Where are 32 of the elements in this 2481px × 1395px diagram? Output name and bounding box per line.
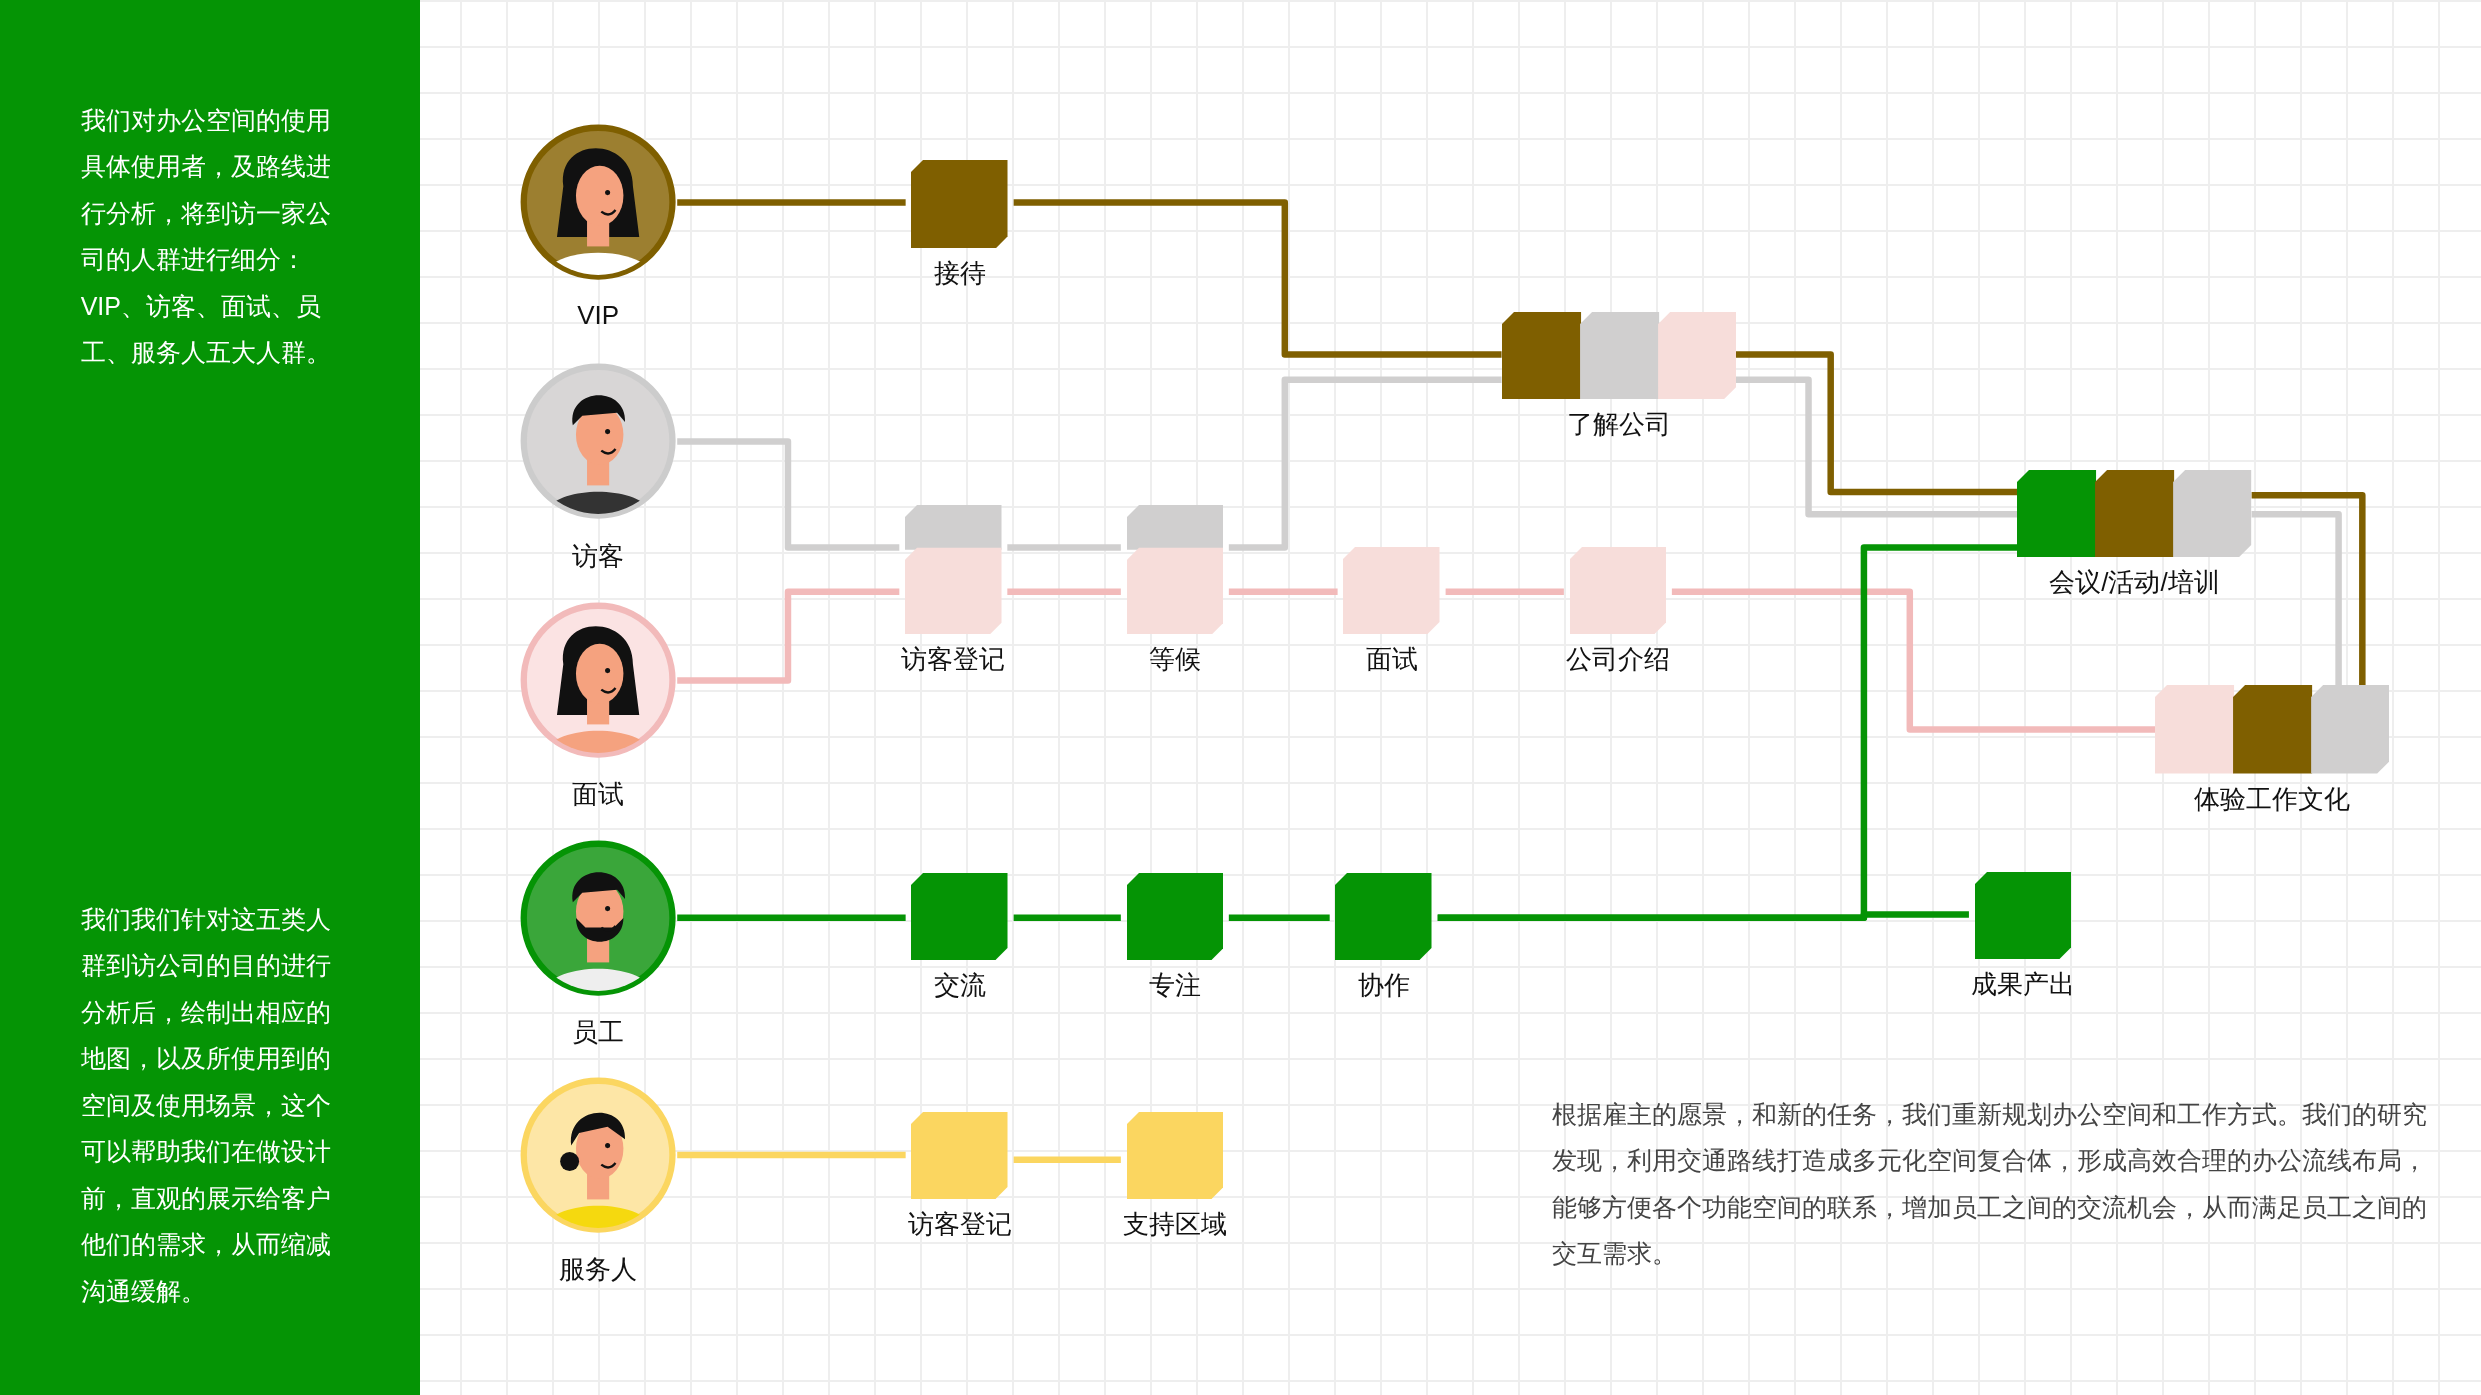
station-label: 等候 <box>1147 643 1202 677</box>
station-label: 面试 <box>1364 643 1419 677</box>
route-line <box>1228 588 1338 595</box>
description-paragraph: 根据雇主的愿景，和新的任务，我们重新规划办公空间和工作方式。我们的研究发现，利用交通路线打造成多元化空间复合体，形成高效合理的办公流线布局，能够方便各个功能空间的联系，增加员工之间的交流机会，从而满足员工之间的交互需求。 <box>1552 1099 2429 1270</box>
route-line <box>1228 914 1330 921</box>
route-line <box>1735 376 2018 518</box>
station-label: 支持区域 <box>1121 1208 1228 1242</box>
route-line <box>1671 588 2156 733</box>
station-label: 交流 <box>932 969 987 1003</box>
station-label: 会议/活动/培训 <box>2048 565 2221 599</box>
role-label: VIP <box>576 299 621 331</box>
role-label: 访客 <box>571 539 626 573</box>
role-label: 服务人 <box>558 1253 639 1287</box>
description-paragraph: 我们对办公空间的使用具体使用者，及路线进行分析，将到访一家公司的人群进行细分：VIP、访客、面试、员工、服务人五大人群。 <box>80 104 332 368</box>
description-paragraph: 我们我们针对这五类人群到访公司的目的进行分析后，绘制出相应的地图，以及所使用到的空间及使用场景，这个可以帮助我们在做设计前，直观的展示给客户他们的需求，从而缩减沟通缓解。 <box>80 903 332 1307</box>
route-line <box>1228 376 1502 551</box>
station-label: 访客登记 <box>906 1208 1013 1242</box>
role-label: 面试 <box>571 778 626 812</box>
route-line <box>2251 492 2366 686</box>
route-line <box>1735 351 2018 496</box>
station-label: 协作 <box>1356 969 1411 1003</box>
role-label: 员工 <box>571 1015 626 1049</box>
route-line <box>1013 199 1502 358</box>
route-line <box>1437 544 2018 921</box>
station-label: 接待 <box>932 257 987 291</box>
station-label: 专注 <box>1147 969 1202 1003</box>
station-label: 成果产出 <box>1969 967 2076 1001</box>
route-line <box>2251 511 2342 686</box>
station-label: 体验工作文化 <box>2193 782 2352 816</box>
station-label: 访客登记 <box>900 643 1007 677</box>
station-label: 公司介绍 <box>1564 643 1671 677</box>
station-label: 了解公司 <box>1565 407 1672 441</box>
